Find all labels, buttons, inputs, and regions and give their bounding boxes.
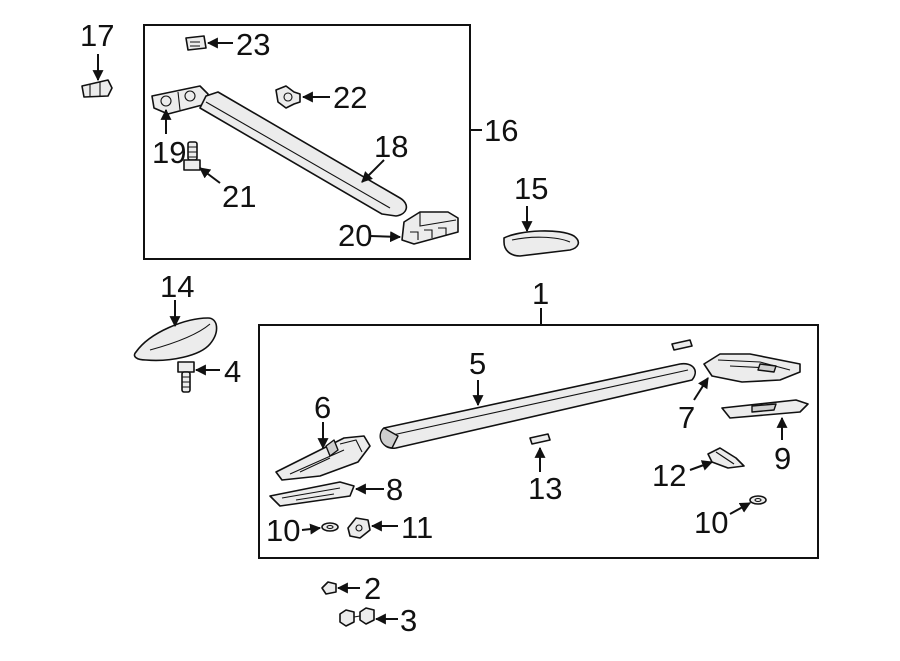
part-12-rear-cap (707, 447, 745, 469)
part-22-bolt (275, 85, 301, 109)
part-4-bolt (177, 361, 195, 393)
arrow-20 (369, 231, 402, 243)
callout-10-left: 10 (266, 513, 300, 548)
part-9-rear-plate (721, 399, 809, 419)
part-15-end-cover (503, 230, 580, 257)
part-label-plate (671, 339, 693, 351)
callout-21: 21 (222, 179, 256, 214)
callout-2: 2 (364, 571, 381, 606)
callout-10-right: 10 (694, 505, 728, 540)
callout-19: 19 (152, 135, 186, 170)
callout-4: 4 (224, 354, 241, 389)
part-5-side-rail (379, 362, 696, 450)
arrow-12 (689, 460, 714, 471)
callout-20: 20 (338, 218, 372, 253)
arrow-18 (361, 159, 385, 183)
callout-23: 23 (236, 27, 270, 62)
callout-9: 9 (774, 441, 791, 476)
callout-12: 12 (652, 458, 686, 493)
arrow-10-left (301, 523, 322, 535)
part-17-clip (81, 79, 113, 98)
crossbar-assembly-box (143, 24, 471, 260)
part-7-rear-leg (703, 353, 801, 383)
part-23-clip (185, 35, 207, 51)
callout-18: 18 (374, 129, 408, 164)
callout-17: 17 (80, 18, 114, 53)
arrow-21 (199, 167, 221, 184)
part-8-base-plate (269, 481, 355, 507)
callout-22: 22 (333, 80, 367, 115)
callout-5: 5 (469, 346, 486, 381)
callout-3: 3 (400, 603, 417, 638)
callout-16: 16 (484, 113, 518, 148)
callout-11: 11 (401, 510, 433, 545)
part-19-bracket (151, 85, 209, 115)
part-13-pad (529, 433, 551, 445)
part-10-washer-right (749, 495, 767, 505)
arrow-10-right (729, 502, 751, 515)
part-20-end-bracket (401, 211, 459, 245)
callout-8: 8 (386, 472, 403, 507)
part-2-clip (321, 581, 337, 595)
callout-1: 1 (532, 276, 549, 311)
part-11-clip (347, 517, 371, 539)
callout-6: 6 (314, 390, 331, 425)
part-10-washer-left-hole (326, 524, 334, 530)
part-18-crossbar (199, 91, 408, 217)
callout-14: 14 (160, 269, 194, 304)
callout-13: 13 (528, 471, 562, 506)
part-6-front-leg (275, 435, 371, 481)
side-rail-assembly-box (258, 324, 819, 559)
callout-15: 15 (514, 171, 548, 206)
callout-7: 7 (678, 400, 695, 435)
part-3-nuts (339, 607, 375, 627)
part-10-washer-left (321, 522, 339, 532)
arrow-7 (693, 377, 709, 401)
part-14-front-cover (133, 317, 218, 362)
part-10-washer-right-hole (754, 497, 762, 503)
